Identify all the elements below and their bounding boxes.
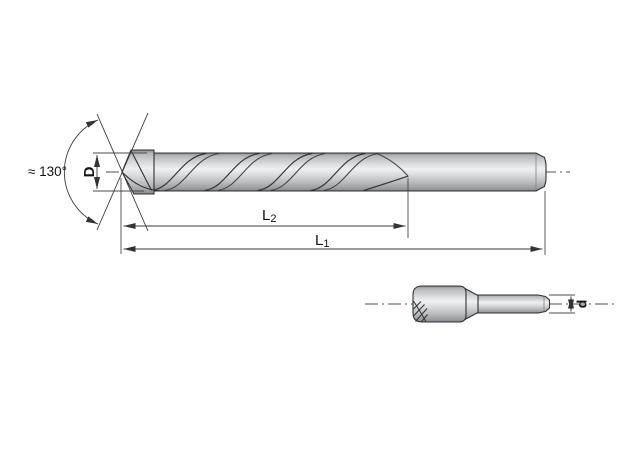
l2-label-main: L [262, 207, 270, 224]
flute-lines [151, 152, 409, 192]
l1-label-main: L [315, 232, 323, 249]
shank-diameter-dimension: d [549, 294, 590, 314]
drill-side-view: ≈ 130° D L2 L1 [28, 112, 570, 255]
drill-body [149, 152, 547, 192]
angle-arc [63, 119, 99, 225]
break-hatch [413, 300, 428, 323]
angle-line-lower [96, 112, 149, 231]
point-face-edge [131, 151, 152, 191]
l1-label-sub: 1 [323, 238, 329, 250]
drill-body-section [412, 285, 467, 323]
l1-label: L1 [315, 232, 329, 250]
flute-runout-upper [376, 153, 408, 176]
diameter-label: D [81, 166, 98, 177]
point-angle-annotation: ≈ 130° [28, 112, 149, 232]
carbide-insert [121, 149, 155, 195]
shank-diameter-label: d [574, 300, 590, 309]
flute-runout-lower [363, 175, 409, 192]
l2-label-sub: 2 [270, 213, 276, 225]
shank-detail-view: d [365, 285, 614, 323]
tip-cutting-edge [121, 171, 161, 192]
drill-point [121, 149, 161, 195]
diameter-dimension: D [81, 152, 147, 192]
reduced-shank [476, 294, 551, 314]
l2-label: L2 [262, 207, 276, 225]
point-angle-label: ≈ 130° [28, 164, 67, 179]
length-dimensions: L2 L1 [120, 178, 546, 255]
